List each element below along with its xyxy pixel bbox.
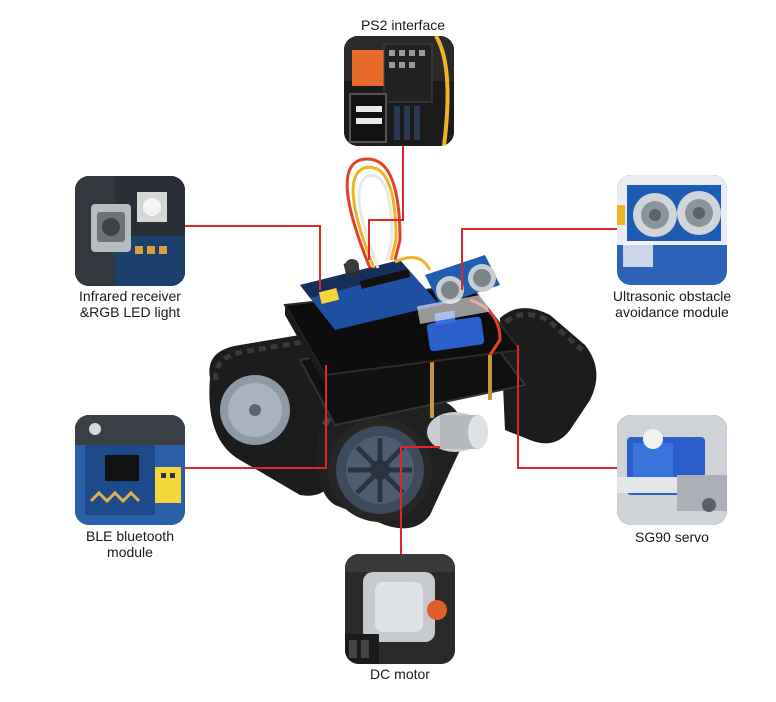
ultrasonic-thumbnail	[617, 175, 727, 285]
infrared-receiver-icon	[75, 176, 185, 286]
infrared-label-line2: &RGB LED light	[79, 304, 181, 320]
ble-label-line2: module	[107, 544, 153, 560]
controller-board	[300, 259, 440, 330]
dc-motor-icon	[345, 554, 455, 664]
servo-label: SG90 servo	[635, 529, 709, 545]
ultrasonic-sensor-illustration	[425, 255, 500, 305]
ps2-connector-icon	[344, 36, 454, 146]
ble-thumbnail	[75, 415, 185, 525]
servo-illustration	[416, 294, 490, 352]
ultrasonic-sensor-icon	[617, 175, 727, 285]
dc-motor-illustration	[427, 412, 488, 452]
bluetooth-module-icon	[75, 415, 185, 525]
dc-motor-label: DC motor	[370, 666, 430, 682]
infrared-label: Infrared receiver &RGB LED light	[60, 288, 200, 320]
infrared-label-line1: Infrared receiver	[79, 288, 181, 304]
ps2-interface-thumbnail	[344, 36, 454, 146]
ultrasonic-label-line1: Ultrasonic obstacle	[612, 288, 732, 304]
servo-motor-icon	[617, 415, 727, 525]
infrared-thumbnail	[75, 176, 185, 286]
servo-thumbnail	[617, 415, 727, 525]
ultrasonic-label: Ultrasonic obstacle avoidance module	[595, 288, 749, 320]
ps2-interface-label: PS2 interface	[360, 17, 446, 33]
dc-motor-thumbnail	[345, 554, 455, 664]
ble-label: BLE bluetooth module	[70, 528, 190, 560]
ble-label-line1: BLE bluetooth	[86, 528, 174, 544]
ultrasonic-label-line2: avoidance module	[615, 304, 729, 320]
